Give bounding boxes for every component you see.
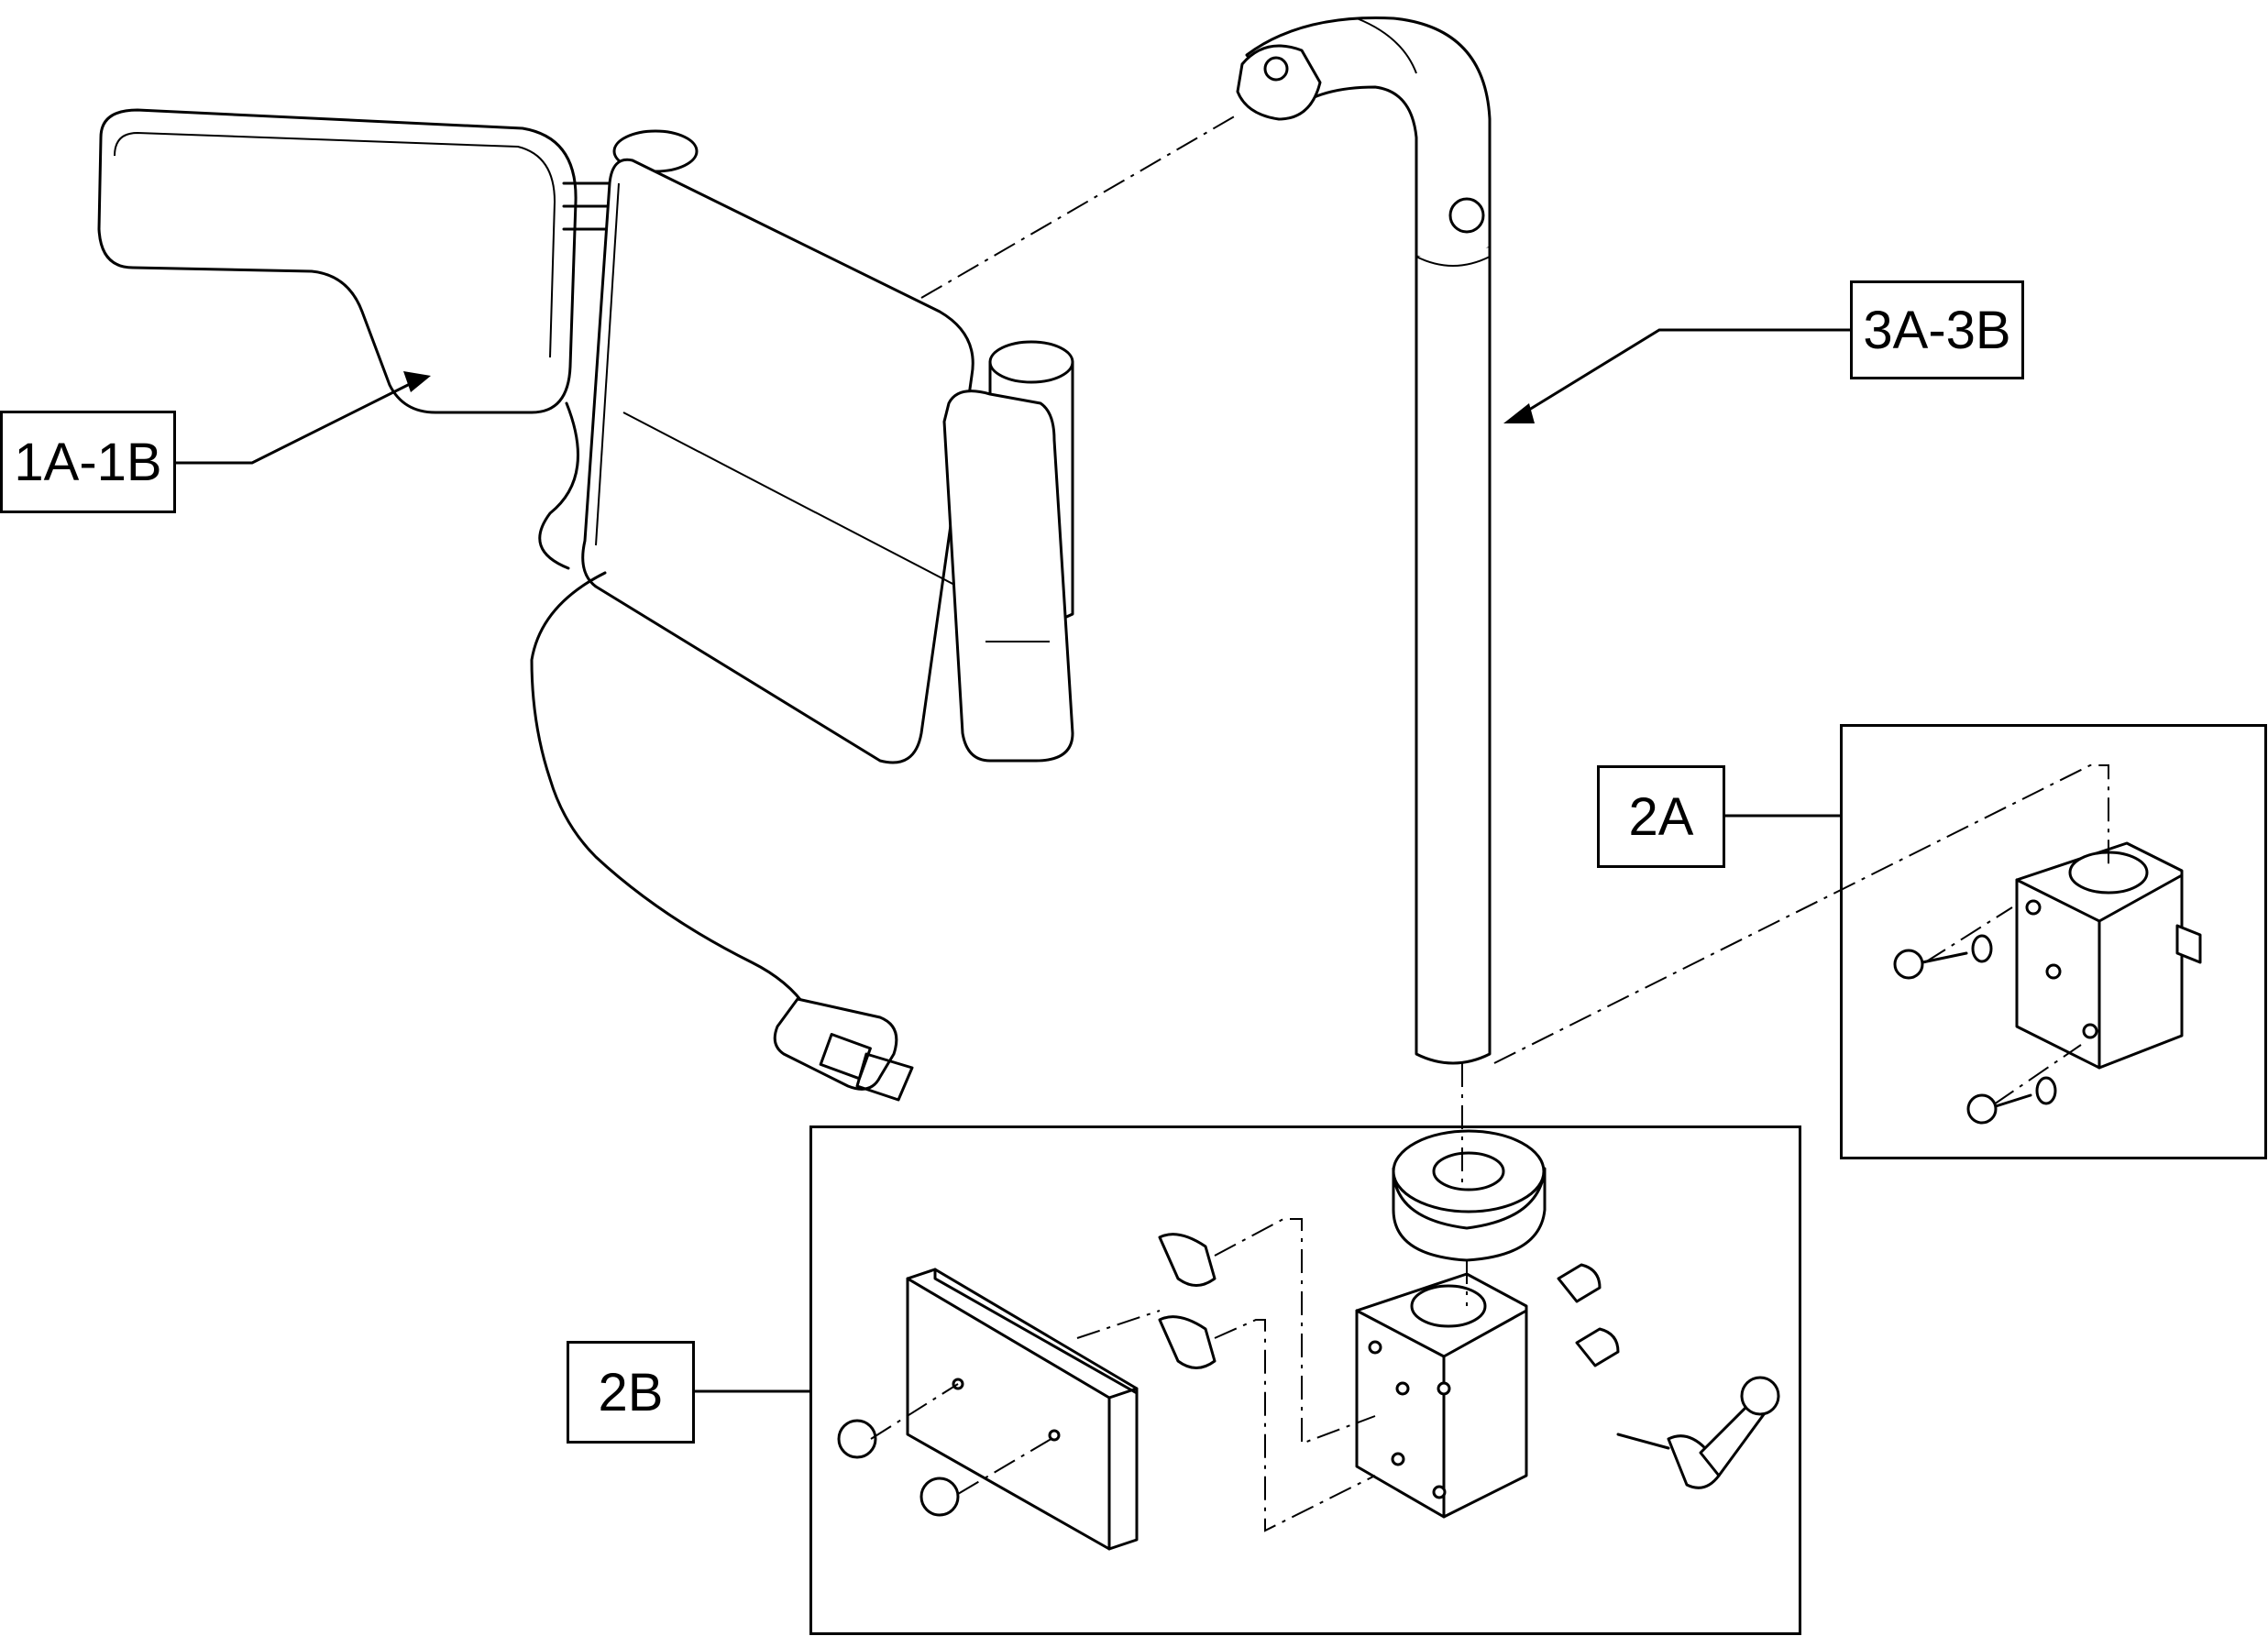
callout-1a-1b: 1A-1B xyxy=(0,411,176,513)
armrest-bracket xyxy=(942,390,1074,763)
ring-collar xyxy=(1392,1129,1547,1262)
clamp-block-2b xyxy=(1355,1272,1528,1519)
armrest-pad xyxy=(97,108,578,414)
inset-frame-2b xyxy=(809,1125,1801,1635)
mount-assembly-2b xyxy=(837,1129,1780,1551)
joystick-armrest-assembly xyxy=(97,108,1074,1102)
lever-handle xyxy=(1616,1376,1780,1489)
clamp-block-2a xyxy=(1893,841,2202,1125)
leader-3a-3b xyxy=(1516,328,1852,419)
callout-2a: 2A xyxy=(1597,765,1725,868)
alignment-line-2a xyxy=(1493,764,2109,1064)
callout-2b: 2B xyxy=(567,1341,695,1444)
alignment-line-clevis xyxy=(920,114,1239,299)
inset-frame-2a xyxy=(1840,724,2267,1159)
screw-2a-bottom xyxy=(1966,1076,2057,1125)
tube-clevis xyxy=(1236,44,1322,121)
joystick-controller-box xyxy=(581,158,974,764)
screw-2a-top xyxy=(1893,934,1993,980)
dsub-connector xyxy=(773,997,914,1102)
callout-3a-3b: 3A-3B xyxy=(1850,280,2024,379)
straight-tube xyxy=(1415,247,1492,1065)
controller-cable xyxy=(530,571,809,1010)
upright-tube-assembly xyxy=(1236,16,1492,1065)
leader-1a-1b xyxy=(174,379,418,465)
alignment-line-2b xyxy=(1076,1218,1376,1532)
